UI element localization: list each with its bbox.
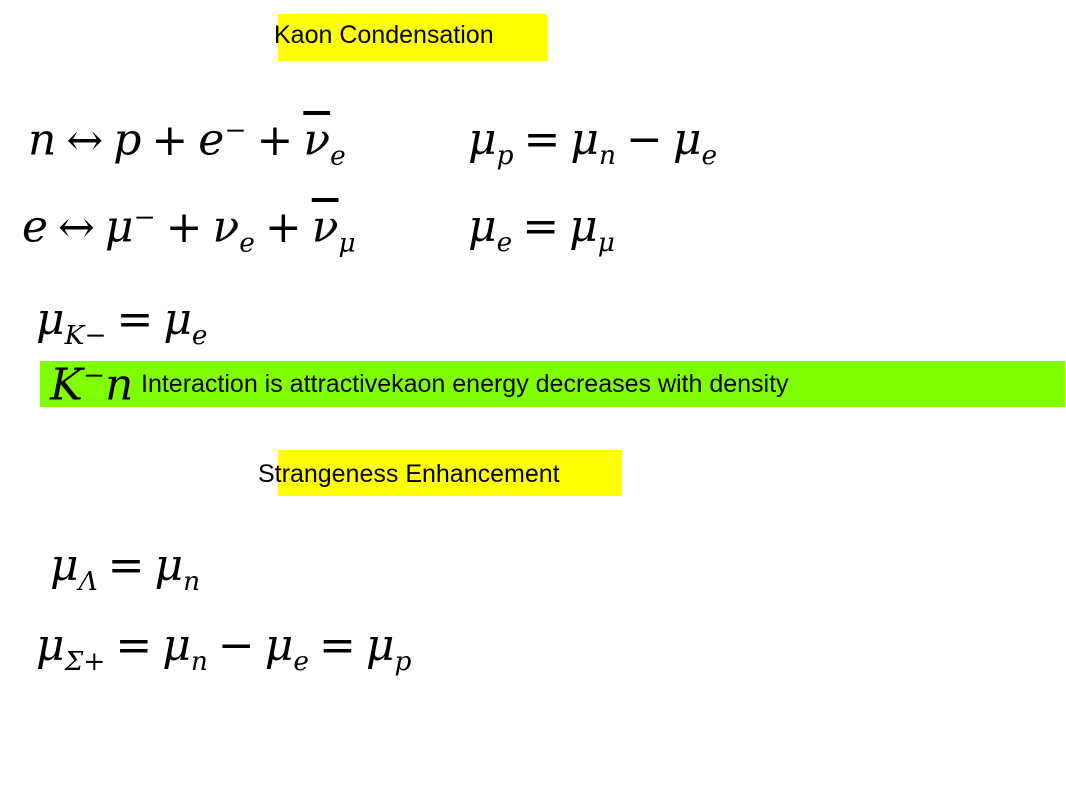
strangeness-enhancement-title: Strangeness Enhancement xyxy=(258,460,560,488)
kaon-title-highlight xyxy=(278,14,547,61)
strangeness-title-highlight xyxy=(278,450,622,496)
kaon-interaction-highlight xyxy=(40,361,1065,407)
mu-e-equation: μe=μμ xyxy=(468,201,615,258)
mu-lambda-equation: μΛ=μn xyxy=(50,540,201,597)
mu-sigma-equation: μΣ+=μn−μe=μp xyxy=(36,620,412,677)
kaon-interaction-note: Interaction is attractivekaon energy dec… xyxy=(141,370,789,398)
mu-p-equation: μp=μn−μe xyxy=(468,114,718,171)
mu-kaon-equation: μK−=μe xyxy=(36,294,208,351)
kaon-condensation-title: Kaon Condensation xyxy=(274,21,494,49)
electron-decay-equation: e↔μ−+νe+νμ xyxy=(22,201,356,259)
neutron-beta-decay-equation: n↔p+e−+νe xyxy=(28,114,346,172)
k-minus-n-symbol: K−n xyxy=(50,359,134,411)
